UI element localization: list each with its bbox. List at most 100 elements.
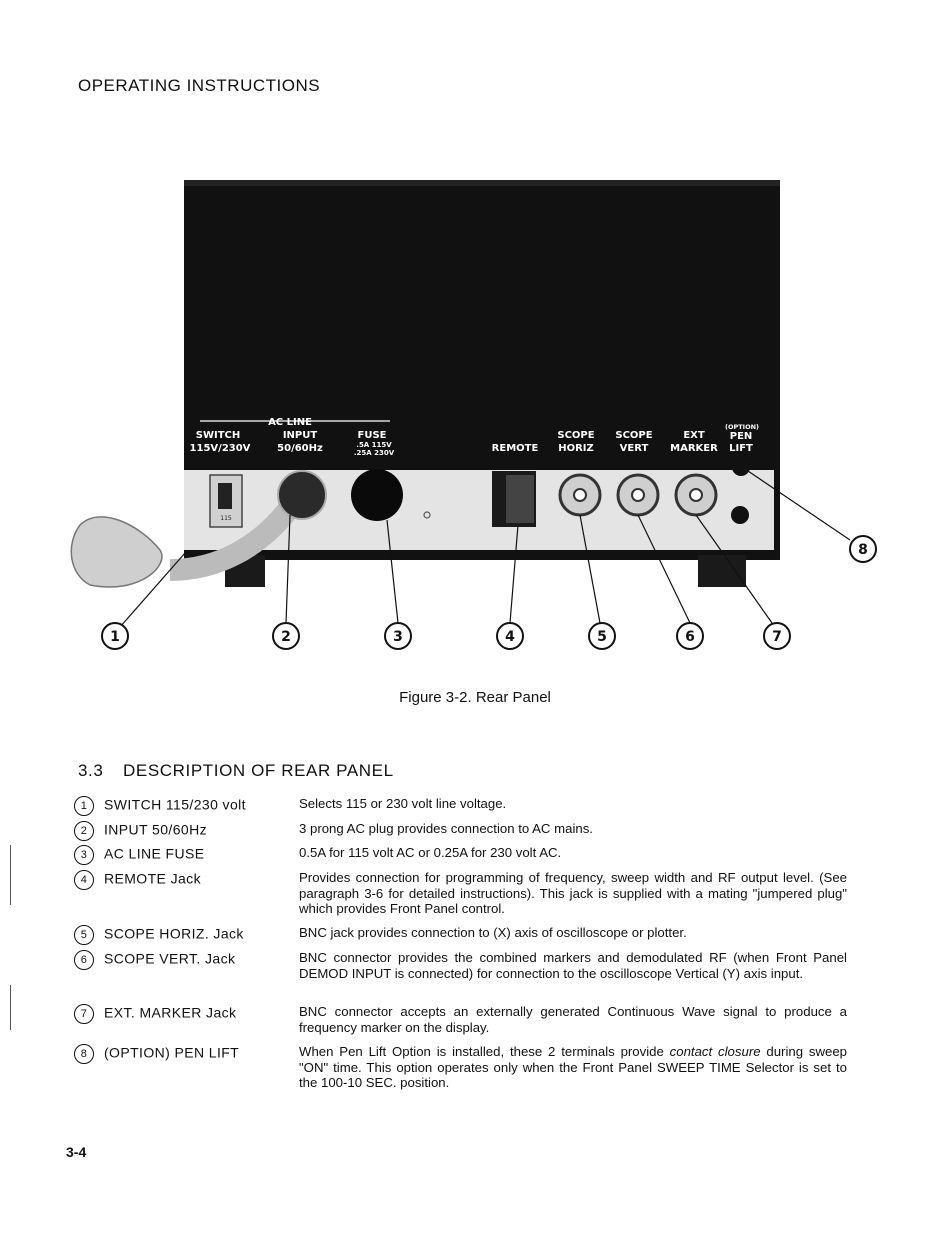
ac-line-label: AC LINE [268, 417, 312, 428]
scope-horiz-bnc-center [573, 488, 587, 502]
callout-number-2: 2 [281, 629, 291, 645]
leader-line-4 [509, 524, 519, 624]
page-header-title: OPERATING INSTRUCTIONS [78, 76, 321, 95]
right-foot [698, 555, 746, 587]
section-heading: 3.3 DESCRIPTION OF REAR PANEL [78, 761, 394, 781]
leader-line-7 [695, 514, 773, 624]
callout-number-5: 5 [597, 629, 607, 645]
leader-line-6 [637, 514, 691, 624]
item-label-text: EXT. MARKER Jack [104, 1004, 237, 1021]
leader-line-5 [579, 514, 601, 624]
item-number-circle: 6 [74, 950, 94, 970]
switch-mark: 115 [220, 515, 232, 522]
scope-vert-label-2: VERT [620, 443, 649, 454]
pen-lift-terminal-bottom [731, 506, 749, 524]
callout-circle-4 [496, 622, 524, 650]
callout-circle-6 [676, 622, 704, 650]
ext-marker-label-2: MARKER [670, 443, 718, 454]
revision-bar [10, 985, 11, 1030]
strip-dark-band [184, 455, 780, 470]
option-label: (OPTION) [725, 423, 759, 431]
page-number: 3-4 [66, 1144, 87, 1160]
scope-vert-label-1: SCOPE [615, 430, 652, 441]
item-description: 3 prong AC plug provides connection to A… [299, 821, 593, 836]
callout-number-1: 1 [110, 629, 120, 645]
item-number-circle: 7 [74, 1004, 94, 1024]
remote-label: REMOTE [492, 443, 539, 454]
item-label: 3 AC LINE FUSE [74, 845, 294, 865]
item-description-part: When Pen Lift Option is installed, these… [299, 1044, 670, 1059]
item-label-text: SWITCH 115/230 volt [104, 796, 246, 813]
scope-horiz-label-1: SCOPE [557, 430, 594, 441]
item-description: BNC connector provides the combined mark… [299, 950, 847, 981]
item-label-text: REMOTE Jack [104, 870, 201, 887]
item-label: 6 SCOPE VERT. Jack [74, 950, 294, 970]
callout-number-3: 3 [393, 629, 403, 645]
fuse-rating-2: .25A 230V [354, 449, 395, 457]
item-description: When Pen Lift Option is installed, these… [299, 1044, 847, 1091]
callout-number-7: 7 [772, 629, 782, 645]
item-number-circle: 4 [74, 870, 94, 890]
item-label-text: (OPTION) PEN LIFT [104, 1044, 240, 1061]
item-label-text: AC LINE FUSE [104, 845, 205, 862]
leader-line-2 [285, 514, 291, 624]
switch-values-label: 115V/230V [190, 443, 251, 454]
ext-marker-bnc-center [689, 488, 703, 502]
input-label: INPUT [283, 430, 318, 441]
section-title: DESCRIPTION OF REAR PANEL [123, 761, 394, 780]
scope-horiz-label-2: HORIZ [558, 443, 594, 454]
remote-plug [506, 475, 534, 523]
ac-input-plug [277, 470, 327, 520]
power-cord-coil [70, 516, 163, 588]
input-values-label: 50/60Hz [277, 443, 323, 454]
callout-circle-2 [272, 622, 300, 650]
callout-number-6: 6 [685, 629, 695, 645]
voltage-switch-lever [218, 483, 232, 509]
fuse-holder [351, 469, 403, 521]
pen-lift-label-1: PEN [730, 431, 753, 442]
item-label: 8 (OPTION) PEN LIFT [74, 1044, 294, 1064]
item-label: 4 REMOTE Jack [74, 870, 294, 890]
item-label-text: SCOPE HORIZ. Jack [104, 925, 244, 942]
item-label: 2 INPUT 50/60Hz [74, 821, 294, 841]
ext-marker-label-1: EXT [683, 430, 705, 441]
leader-line-8 [747, 470, 851, 541]
rear-panel-illustration: AC LINE SWITCH 115V/230V INPUT 50/60Hz F… [70, 180, 877, 650]
item-number-circle: 2 [74, 821, 94, 841]
panel-screw [423, 511, 431, 519]
case-top-edge [184, 180, 780, 186]
leader-line-1 [119, 552, 186, 628]
item-number-circle: 1 [74, 796, 94, 816]
leader-line-3 [386, 519, 399, 624]
item-label: 1 SWITCH 115/230 volt [74, 796, 294, 816]
scope-vert-bnc-center [631, 488, 645, 502]
power-cord [169, 502, 297, 581]
item-description-emphasis: contact closure [669, 1044, 761, 1059]
callout-number-8: 8 [858, 542, 868, 558]
item-description-part: during sweep "ON" time. This option oper… [299, 1044, 848, 1090]
item-description: Provides connection for programming of f… [299, 870, 847, 916]
fuse-rating-1: .5A 115V [356, 441, 392, 449]
item-number-circle: 8 [74, 1044, 94, 1064]
item-label: 5 SCOPE HORIZ. Jack [74, 925, 294, 945]
section-number: 3.3 [78, 761, 104, 780]
pen-lift-terminal-top [732, 458, 750, 476]
callout-circle-8 [849, 535, 877, 563]
item-description: BNC jack provides connection to (X) axis… [299, 925, 687, 940]
item-number-circle: 3 [74, 845, 94, 865]
pen-lift-label-2: LIFT [729, 443, 753, 454]
callout-circle-3 [384, 622, 412, 650]
item-description: 0.5A for 115 volt AC or 0.25A for 230 vo… [299, 845, 562, 860]
callout-circle-1 [101, 622, 129, 650]
switch-label: SWITCH [196, 430, 240, 441]
revision-bar [10, 845, 11, 905]
figure-caption: Figure 3-2. Rear Panel [399, 689, 551, 706]
item-number-circle: 5 [74, 925, 94, 945]
item-description: Selects 115 or 230 volt line voltage. [299, 796, 507, 811]
item-label: 7 EXT. MARKER Jack [74, 1004, 294, 1024]
item-label-text: INPUT 50/60Hz [104, 821, 207, 838]
fuse-label: FUSE [358, 430, 387, 441]
item-description: BNC connector accepts an externally gene… [299, 1004, 847, 1035]
item-label-text: SCOPE VERT. Jack [104, 950, 236, 967]
callout-circle-7 [763, 622, 791, 650]
